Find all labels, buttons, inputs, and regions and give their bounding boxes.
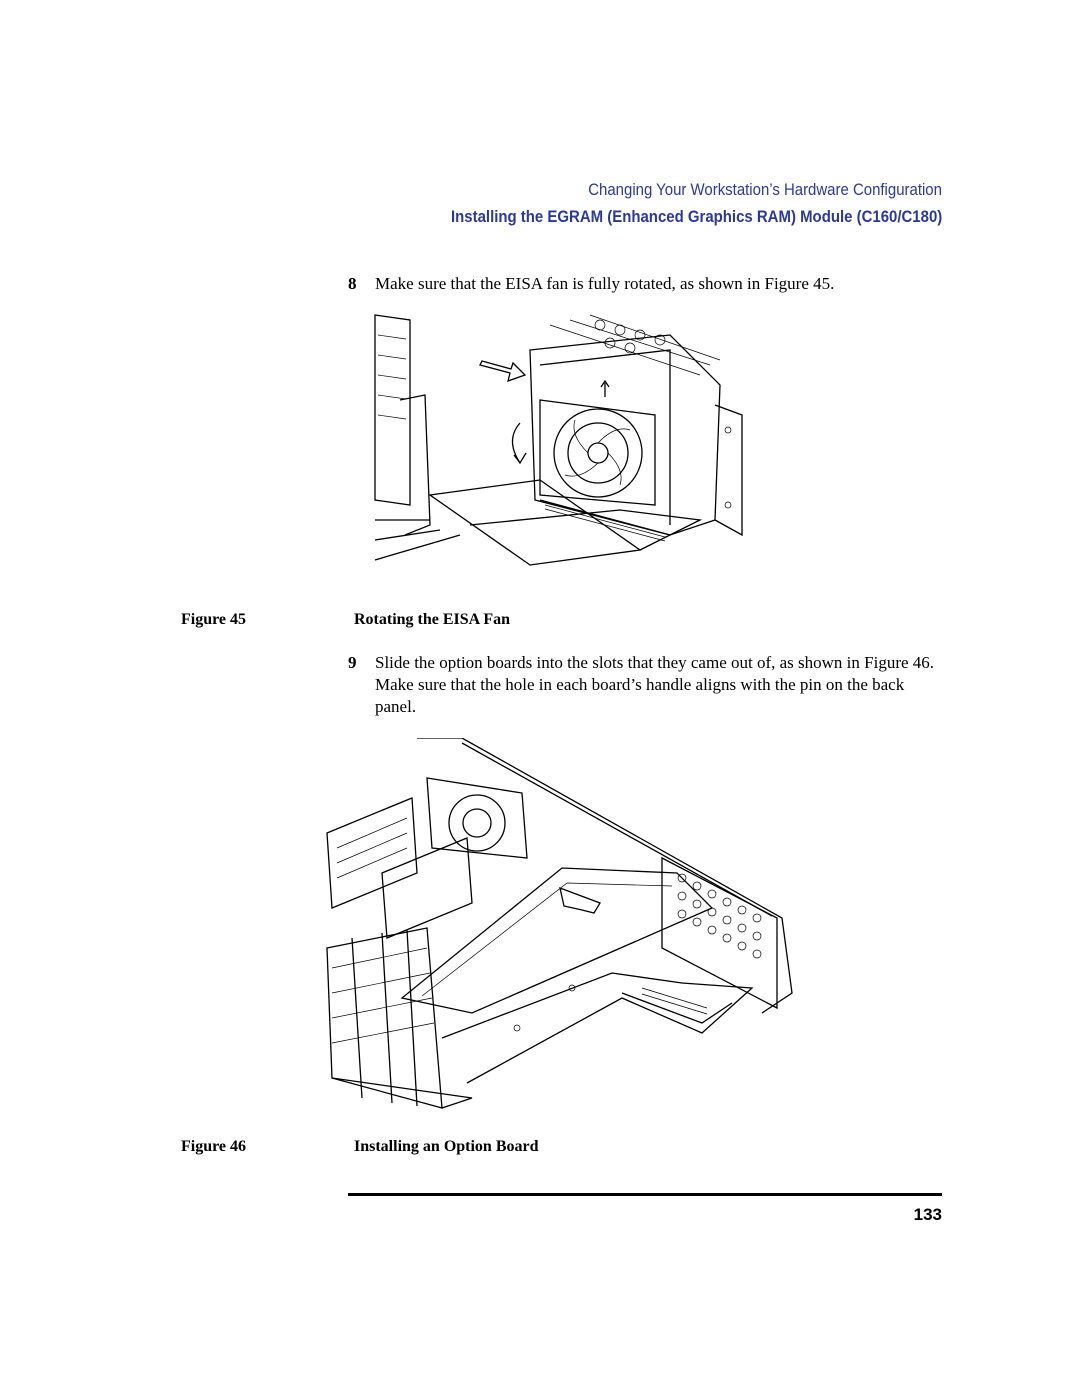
figure-46-illustration — [326, 738, 793, 1109]
step-text: Slide the option boards into the slots t… — [375, 653, 935, 716]
step-8: 8 Make sure that the EISA fan is fully r… — [348, 273, 942, 295]
figure-45-illustration — [374, 314, 743, 566]
step-number: 9 — [348, 653, 357, 672]
step-number: 8 — [348, 274, 357, 293]
running-header-chapter: Changing Your Workstation’s Hardware Con… — [588, 180, 942, 199]
page-number: 133 — [913, 1205, 942, 1224]
figure-46-title: Installing an Option Board — [354, 1138, 539, 1155]
step-text: Make sure that the EISA fan is fully rot… — [375, 274, 835, 293]
step-9: 9 Slide the option boards into the slots… — [348, 652, 942, 718]
figure-46-label: Figure 46 — [181, 1138, 247, 1155]
running-header-section: Installing the EGRAM (Enhanced Graphics … — [450, 207, 942, 226]
figure-45-label: Figure 45 — [181, 611, 247, 628]
footer-rule — [348, 1193, 942, 1196]
figure-45-title: Rotating the EISA Fan — [354, 611, 511, 628]
